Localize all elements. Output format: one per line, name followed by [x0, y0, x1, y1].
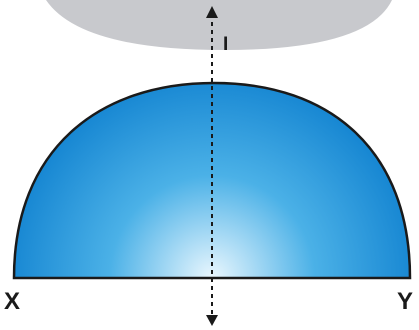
upper-grey-disc [46, 0, 392, 50]
hemisphere [12, 81, 412, 280]
arrow-down-icon [206, 315, 218, 326]
point-x-label: X [4, 288, 20, 315]
arrow-up-icon [206, 6, 218, 18]
image-point-label: I [223, 34, 228, 55]
point-y-label: Y [397, 288, 413, 315]
